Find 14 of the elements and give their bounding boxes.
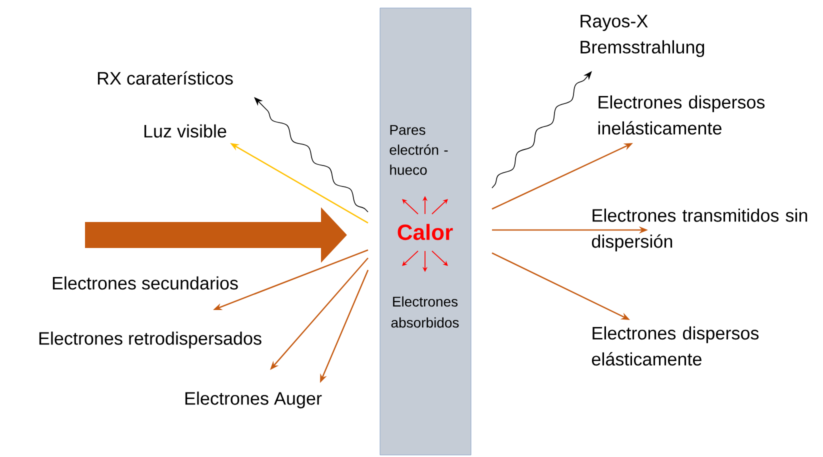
text-label: Electrones absorbidos [391,296,459,328]
text-label: Electrones dispersos inelásticamente [598,95,765,135]
text-label: Luz visible [144,124,226,138]
text-label: RX caraterísticos [98,71,233,85]
text-label: Pares electrón - hueco [390,125,448,175]
text-label: Electrones secundarios [52,276,238,290]
heat-label: Calor [398,224,453,240]
arrow [254,97,368,212]
text-label: Electrones Auger [185,392,322,408]
arrow [492,71,592,188]
text-label: Rayos-X Bremsstrahlung [580,14,704,58]
text-label: Electrones transmitidos sin dispersión [592,208,808,252]
text-label: Electrones retrodispersados [39,332,262,348]
text-label: Electrones dispersos elásticamente [592,326,759,366]
